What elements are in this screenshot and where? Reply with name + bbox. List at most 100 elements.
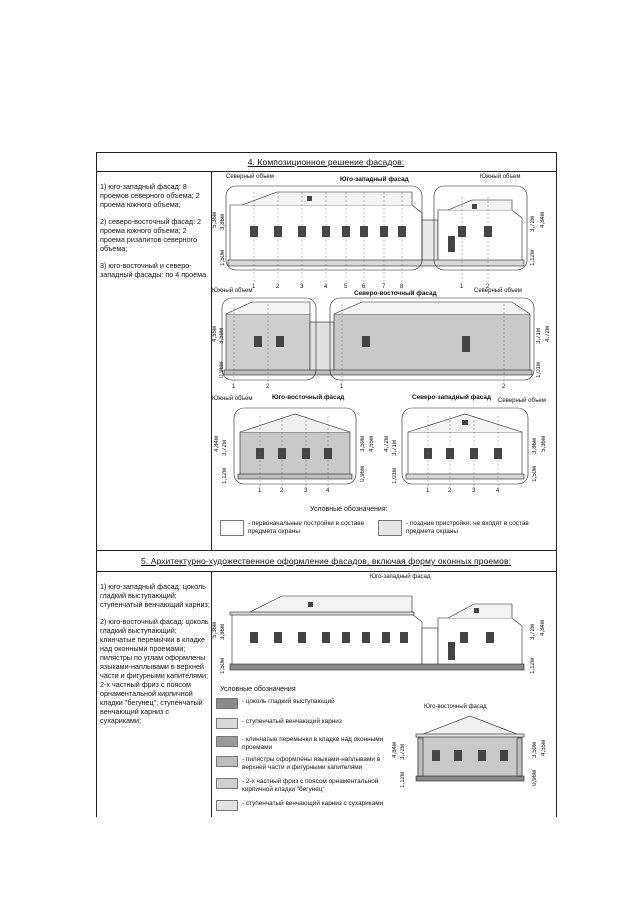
axis-label: 3	[472, 488, 476, 494]
axis-label: 2	[280, 488, 284, 494]
axis-label: 2	[502, 384, 506, 390]
axis-label: 2	[276, 284, 280, 290]
legend-swatch	[216, 736, 238, 747]
dim-right-wall: 3,71м	[536, 328, 542, 344]
attachment-table: 4. Композиционное решение фасадов: 1) юг…	[96, 152, 557, 817]
section4-title: 4. Композиционное решение фасадов:	[247, 157, 405, 167]
legend-swatch	[216, 756, 238, 767]
section5-legend-item: - цоколь гладкий выступающий	[216, 698, 386, 709]
se-facade-detail-elevation	[415, 715, 525, 782]
drawing-se-facade-s5: Юго-восточный фасад 4,84м 3,72м 1,12м 3,…	[390, 700, 556, 796]
north-volume-label: Северный объем	[226, 174, 274, 180]
sw-facade-detail-title: Юго-западный фасад	[370, 574, 431, 580]
section4-desc-2: 2) северо-восточный фасад: 2 проема южно…	[100, 217, 202, 253]
legend-swatch	[216, 698, 238, 709]
dim-right-wall: 3,59м	[532, 742, 538, 758]
axis-label: 1	[460, 284, 464, 290]
axis-label: 1	[232, 384, 236, 390]
sw-facade-title: Юго-западный фасад	[340, 176, 409, 183]
dim-right-total: 4,72м	[545, 326, 551, 342]
dim-right-base: 0,96м	[360, 466, 366, 482]
se-facade-elevation	[233, 407, 357, 488]
drawing-ne-facade: Южный объем Северо-восточный фасад Север…	[212, 288, 556, 392]
section4-title-border	[96, 171, 556, 172]
section5-desc-2: 2) юго-восточный фасад: цоколь гладкий в…	[100, 617, 209, 725]
section4-desc-3: 3) юго-восточный и северо-западный фасад…	[100, 261, 209, 279]
ne-facade-title: Северо-восточный фасад	[354, 290, 437, 297]
axis-label: 1	[426, 488, 430, 494]
table-right-border	[556, 152, 557, 817]
section5-title-border	[96, 571, 556, 572]
nw-facade-title: Северо-западный фасад	[412, 394, 492, 401]
dim-right-wall: 3,59м	[360, 436, 366, 452]
section5-legend-item: - ступенчатый венчающий карниз	[216, 718, 386, 729]
axis-label: 2	[266, 384, 270, 390]
dim-left-wall: 3,72м	[222, 440, 228, 456]
dim-right-total: 4,84м	[540, 620, 546, 636]
dim-left-total: 5,36м	[212, 622, 218, 638]
section4-legend-item: - поздние пристройки, не входят в состав…	[378, 520, 548, 536]
dim-right-base: 1,12м	[530, 658, 536, 674]
dim-right-wall: 3,72м	[530, 624, 536, 640]
legend-text: - ступенчатый венчающий карниз	[242, 718, 342, 725]
dim-left-total: 4,84м	[392, 742, 398, 758]
dim-left-wall: 3,71м	[392, 440, 398, 456]
axis-label: 3	[304, 488, 308, 494]
axis-label: 4	[324, 284, 328, 290]
legend-swatch	[216, 778, 238, 789]
legend-text: - поздние пристройки, не входят в состав…	[406, 520, 529, 535]
dim-right-base: 1,50м	[532, 466, 538, 482]
dim-left-base: 1,12м	[222, 468, 228, 484]
axis-label: 7	[382, 284, 386, 290]
legend-text: - первоначальные постройки в составе пре…	[248, 520, 365, 535]
nw-facade-elevation	[401, 407, 529, 488]
section5-legend-item: - пилястры оформлены языками-наплывами в…	[216, 756, 386, 771]
drawing-nw-facade: Северо-западный фасад Северный объем 4,7…	[384, 394, 556, 496]
section4-legend-item: - первоначальные постройки в составе пре…	[220, 520, 370, 536]
north-volume-label: Северный объем	[474, 288, 522, 294]
dim-left-total: 4,72м	[384, 436, 390, 452]
dim-left-wall: 3,86м	[220, 624, 226, 640]
section4-description: 1) юго-западный фасад: 8 проемов северно…	[100, 182, 210, 287]
legend-swatch	[216, 800, 238, 811]
axis-label: 1	[252, 284, 256, 290]
ne-facade-elevation	[221, 297, 535, 384]
dim-right-total: 4,84м	[540, 212, 546, 228]
legend-swatch	[378, 520, 402, 536]
axis-label: 6	[362, 284, 366, 290]
dim-right-total: 4,55м	[541, 740, 547, 756]
section5-legend-item: - 2-х частный фриз с поясом орнаментальн…	[216, 778, 386, 793]
section5-column-divider	[211, 571, 212, 817]
axis-label: 2	[448, 488, 452, 494]
legend-text: - ступенчатый венчающий карниз с сухарик…	[242, 800, 384, 807]
dim-right-total: 5,36м	[541, 436, 547, 452]
section5-desc-1: 1) юго-западный фасад: цоколь гладкий вы…	[100, 582, 210, 609]
section4-column-divider	[211, 171, 212, 550]
se-facade-detail-title: Юго-восточный фасад	[424, 704, 487, 710]
section5-legend-item: - клинчатые перемычки в кладке над оконн…	[216, 736, 386, 751]
drawing-se-facade: Южный объем Юго-восточный фасад 4,84м 3,…	[212, 394, 382, 496]
north-volume-label: Северный объем	[498, 398, 546, 404]
axis-label: 4	[326, 488, 330, 494]
drawing-sw-facade-s4: Северный объем Юго-западный фасад Южный …	[212, 172, 556, 307]
legend-text: - клинчатые перемычки в кладке над оконн…	[242, 736, 384, 751]
dim-left-base: 1,50м	[220, 658, 226, 674]
south-volume-label: Южный объем	[212, 396, 253, 402]
table-top-border	[96, 152, 556, 153]
dim-right-base: 1,01м	[536, 362, 542, 378]
section5-title: 5. Архитектурно-художественное оформлени…	[140, 556, 512, 566]
section4-bottom-border	[96, 550, 556, 551]
dim-right-wall: 3,86м	[532, 438, 538, 454]
section5-legend-item: - ступенчатый венчающий карниз с сухарик…	[216, 800, 386, 811]
section4-legend-title: Условные обозначения:	[310, 506, 388, 513]
axis-label: 1	[340, 384, 344, 390]
dim-left-total: 4,55м	[212, 326, 218, 342]
dim-right-base: 0,96м	[532, 770, 538, 786]
dim-right-base: 1,12м	[530, 250, 536, 266]
axis-label: 4	[496, 488, 500, 494]
dim-right-total: 4,55м	[369, 436, 375, 452]
dim-left-base: 1,50м	[220, 250, 226, 266]
se-facade-title: Юго-восточный фасад	[272, 394, 345, 401]
axis-label: 1	[258, 488, 262, 494]
